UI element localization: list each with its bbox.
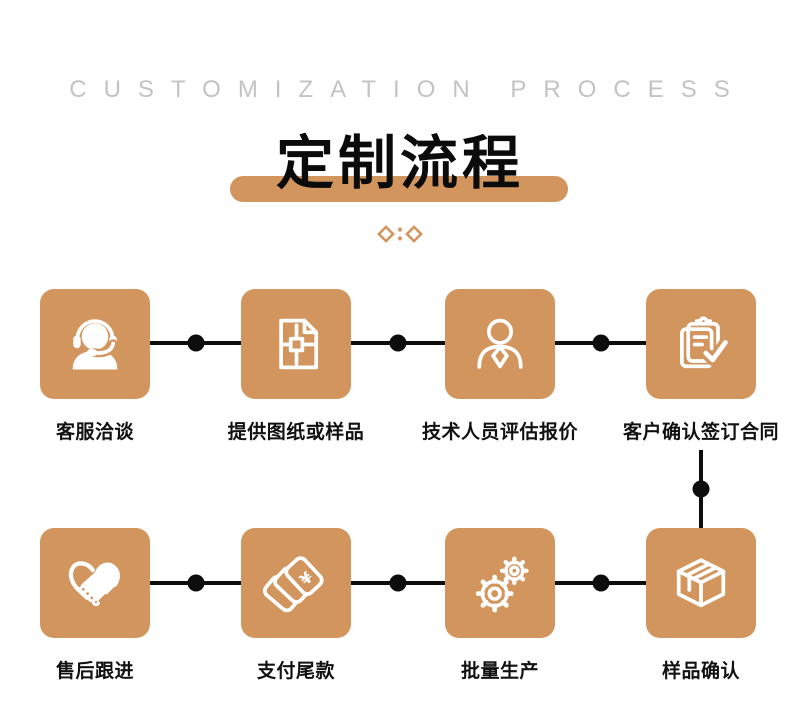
step-2-label: 提供图纸或样品 [227,422,365,443]
person-tie-icon [477,318,523,369]
step-5-card [646,528,756,638]
connector-step6-step7 [351,574,445,592]
step-6-label: 批量生产 [460,661,540,682]
step-4-group: 客户确认签订合同 [623,289,779,443]
step-3-group: 技术人员评估报价 [422,289,578,443]
connector-dot [187,574,204,592]
diamond-colon-ornament-icon [377,225,423,243]
connector-step5-step6 [555,574,646,592]
handshake-heart-icon [68,561,120,607]
step-4-label: 客户确认签订合同 [622,422,780,443]
connector-step4-step5 [692,450,710,528]
step-4-card [646,289,756,399]
step-8-group: 售后跟进 [40,528,150,682]
connector-dot [389,574,407,592]
step-2-group: 提供图纸或样品 [228,289,364,443]
step-7-label: 支付尾款 [256,661,336,682]
step-8-label: 售后跟进 [55,661,135,682]
step-1-group: 客服洽谈 [40,289,150,443]
gears-icon [475,556,529,613]
contract-checklist-icon [680,316,732,369]
step-7-group: ¥ 支付尾款 [241,528,351,682]
step-5-label: 样品确认 [661,661,741,682]
page-title: 定制流程 [275,131,524,196]
step-6-group: 批量生产 [445,528,555,682]
package-box-icon [676,558,726,608]
payment-cards-icon: ¥ [262,556,324,613]
step-3-label: 技术人员评估报价 [421,422,579,443]
headset-agent-icon [72,319,118,370]
subtitle-en: CUSTOMIZATION PROCESS [69,76,747,103]
connector-dot [389,334,407,352]
step-5-group: 样品确认 [646,528,756,682]
title-highlight-bar [230,176,568,202]
step-6-card [445,528,555,638]
connector-step1-step2 [150,334,241,352]
step-1-card [40,289,150,399]
connector-step3-step4 [555,334,646,352]
title-block: 定制流程 [0,130,800,210]
connector-dot [692,480,710,498]
connector-step2-step3 [351,334,445,352]
connector-dot [187,334,204,352]
step-2-card [241,289,351,399]
step-3-card [445,289,555,399]
blueprint-document-icon [279,318,319,370]
connector-dot [592,574,609,592]
step-1-label: 客服洽谈 [55,422,135,443]
step-8-card [40,528,150,638]
connector-dot [592,334,609,352]
connector-step7-step8 [150,574,241,592]
step-7-card: ¥ [241,528,351,638]
